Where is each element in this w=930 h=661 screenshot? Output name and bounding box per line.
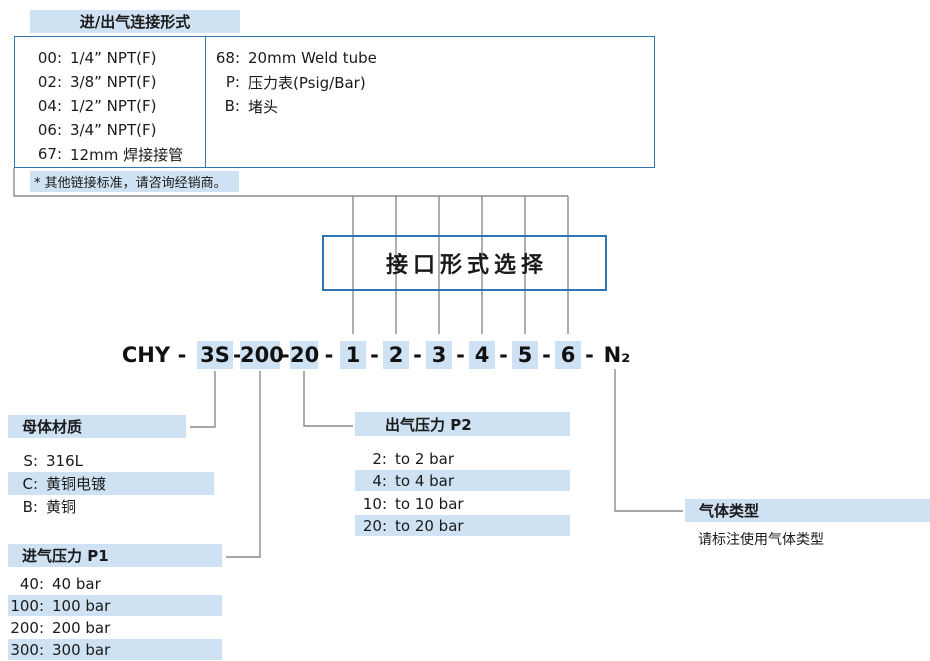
outlet-pressure-option-row: 4: to 4 bar xyxy=(355,470,570,491)
option-code: 67: xyxy=(37,145,62,163)
option-label: 黄铜电镀 xyxy=(46,475,107,493)
outlet-pressure-option-row: 20: to 20 bar xyxy=(355,515,570,536)
outlet-pressure-option-row: 2: to 2 bar xyxy=(355,448,570,469)
code-separator: - xyxy=(413,343,422,367)
connection-section-title: 进/出气连接形式 xyxy=(30,10,240,33)
option-code: 2: xyxy=(372,449,387,468)
code-segment-port-2: 2 xyxy=(383,341,409,369)
connection-option-row: 04: 1/2” NPT(F) xyxy=(36,94,157,118)
option-label: 堵头 xyxy=(248,97,279,116)
connector-line xyxy=(13,168,568,197)
option-label: 20mm Weld tube xyxy=(248,49,377,67)
connection-options-box xyxy=(14,36,655,168)
option-label: 300 bar xyxy=(52,640,111,659)
gas-type-note: 请标注使用气体类型 xyxy=(698,532,824,548)
material-option-row: C: 黄铜电镀 xyxy=(8,472,214,495)
connection-option-row: 68: 20mm Weld tube xyxy=(212,46,377,70)
option-label: 200 bar xyxy=(52,618,111,637)
code-segment-outlet-pressure: 20 xyxy=(290,341,320,369)
code-segment-port-3: 3 xyxy=(426,341,452,369)
connection-option-row: P: 压力表(Psig/Bar) xyxy=(212,70,366,94)
code-segment-port-1: 1 xyxy=(340,341,366,369)
outlet-pressure-section-title: 出气压力 P2 xyxy=(355,412,570,436)
option-code: 00: xyxy=(37,49,62,67)
code-separator: - xyxy=(370,343,379,367)
code-separator: - xyxy=(324,343,334,367)
option-code: 10: xyxy=(362,494,387,513)
option-label: 316L xyxy=(46,451,83,470)
option-code: 02: xyxy=(37,73,62,91)
code-suffix-gas: N₂ xyxy=(603,343,631,367)
code-segment-port-4: 4 xyxy=(469,341,495,369)
code-separator: - xyxy=(233,343,242,367)
connection-option-row: B: 堵头 xyxy=(212,94,278,118)
option-label: 1/4” NPT(F) xyxy=(70,49,157,67)
option-code: P: xyxy=(225,73,240,91)
inlet-pressure-option-row: 100: 100 bar xyxy=(8,595,222,616)
option-code: 68: xyxy=(215,49,240,67)
code-separator: - xyxy=(177,343,187,367)
option-code: 40: xyxy=(19,574,44,593)
option-code: C: xyxy=(22,474,38,493)
option-code: 300: xyxy=(10,640,44,659)
option-code: 100: xyxy=(10,596,44,615)
code-segment-port-6: 6 xyxy=(555,341,581,369)
inlet-pressure-option-row: 200: 200 bar xyxy=(8,617,222,638)
option-code: 06: xyxy=(37,121,62,139)
option-label: 40 bar xyxy=(52,574,101,593)
code-separator: - xyxy=(499,343,508,367)
option-label: 压力表(Psig/Bar) xyxy=(248,73,366,92)
gas-type-section-title: 气体类型 xyxy=(685,499,930,522)
connector-line-gas-type xyxy=(614,369,683,512)
material-section-title: 母体材质 xyxy=(8,415,186,438)
code-prefix: CHY xyxy=(121,343,171,367)
option-code: 4: xyxy=(372,471,387,490)
option-code: 200: xyxy=(10,618,44,637)
connector-line-outlet-pressure xyxy=(303,371,353,427)
interface-selector-box: 接口形式选择 xyxy=(322,235,607,291)
connection-options-divider xyxy=(205,36,206,168)
code-segment-port-5: 5 xyxy=(512,341,538,369)
code-separator: - xyxy=(281,343,290,367)
option-label: 黄铜 xyxy=(46,498,77,516)
outlet-pressure-option-row: 10: to 10 bar xyxy=(355,493,570,514)
option-code: S: xyxy=(23,451,38,470)
option-code: B: xyxy=(224,97,240,115)
material-option-row: B: 黄铜 xyxy=(8,495,214,518)
interface-selector-title: 接口形式选择 xyxy=(385,253,548,278)
code-separator: - xyxy=(542,343,551,367)
option-label: 100 bar xyxy=(52,596,111,615)
option-label: 1/2” NPT(F) xyxy=(70,97,157,115)
connection-option-row: 00: 1/4” NPT(F) xyxy=(36,46,157,70)
option-code: 20: xyxy=(362,516,387,535)
option-label: 3/8” NPT(F) xyxy=(70,73,157,91)
inlet-pressure-option-row: 300: 300 bar xyxy=(8,639,222,660)
option-code: B: xyxy=(22,497,38,516)
connection-option-row: 02: 3/8” NPT(F) xyxy=(36,70,157,94)
connector-line-material xyxy=(190,371,216,428)
code-segment-inlet-pressure: 200 xyxy=(240,341,284,369)
option-label: to 20 bar xyxy=(395,516,464,535)
option-label: to 4 bar xyxy=(395,471,455,490)
option-label: 3/4” NPT(F) xyxy=(70,121,157,139)
material-option-row: S: 316L xyxy=(8,449,214,472)
option-code: 04: xyxy=(37,97,62,115)
connection-note: * 其他链接标准，请咨询经销商。 xyxy=(30,171,239,192)
option-label: 12mm 焊接接管 xyxy=(70,145,184,164)
connection-option-row: 06: 3/4” NPT(F) xyxy=(36,118,157,142)
option-label: to 2 bar xyxy=(395,449,455,468)
code-separator: - xyxy=(585,343,594,367)
inlet-pressure-section-title: 进气压力 P1 xyxy=(8,544,222,567)
code-separator: - xyxy=(456,343,465,367)
connection-option-row: 67: 12mm 焊接接管 xyxy=(36,142,183,166)
option-label: to 10 bar xyxy=(395,494,464,513)
connector-line-inlet-pressure xyxy=(226,371,261,558)
inlet-pressure-option-row: 40: 40 bar xyxy=(8,573,222,594)
code-segment-material: 3S xyxy=(197,341,233,369)
